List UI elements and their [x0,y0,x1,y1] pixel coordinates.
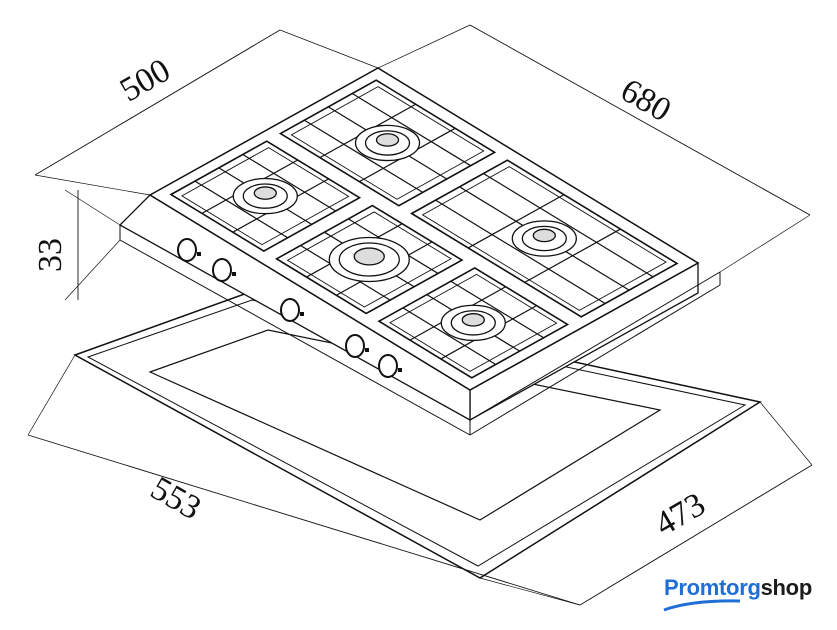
grate-inner [290,86,485,200]
frame-edge [119,239,471,436]
cutout-outline [148,329,662,521]
burner-cap [532,228,556,243]
dimension-line [579,464,813,606]
countertop-edge [86,299,747,567]
knob [212,258,232,282]
dimension-line [27,434,581,606]
knob-indicator [197,252,201,256]
burner-cap [253,186,277,200]
knob-indicator [398,368,402,372]
grate-bar [304,119,424,193]
grate-inner [286,211,452,308]
extension-line [719,214,811,273]
knob [177,238,197,262]
grate-frame [169,140,362,252]
grate-bar [524,228,621,283]
burner-cap [353,247,385,266]
grate-inner [421,166,667,311]
dimension-33: 33 [32,238,69,272]
extension-line [279,29,379,69]
dimension-line [34,29,281,176]
extension-line [759,401,813,466]
extension-line [377,24,471,69]
extension-line [64,189,121,226]
burner-cap [375,133,400,147]
grate-bar [194,180,289,239]
hob-top-surface [148,67,700,391]
extension-line [64,239,121,301]
grate-inner [181,147,350,246]
grate-bar [351,93,471,167]
burner-cap [461,313,485,327]
frame-edge [469,271,721,421]
dimension-line [469,24,811,216]
knob [345,334,365,358]
grate-bar [483,172,654,278]
extension-line [27,354,76,436]
knob [378,354,398,378]
extension-line [479,577,581,606]
brand-logo: Promtorgshop [664,575,812,600]
grate-bar [467,194,565,249]
knob-indicator [232,272,236,276]
grate-bar [242,153,336,212]
grate-bar [450,280,544,339]
grate-inner [389,273,558,372]
frame-edge [469,284,721,436]
grate-bar [435,199,606,305]
extension-line [34,174,151,196]
grate-bar [402,307,497,365]
knob-indicator [365,348,369,352]
logo-swoosh [663,599,741,612]
knob [280,298,300,322]
knob-indicator [300,312,304,316]
